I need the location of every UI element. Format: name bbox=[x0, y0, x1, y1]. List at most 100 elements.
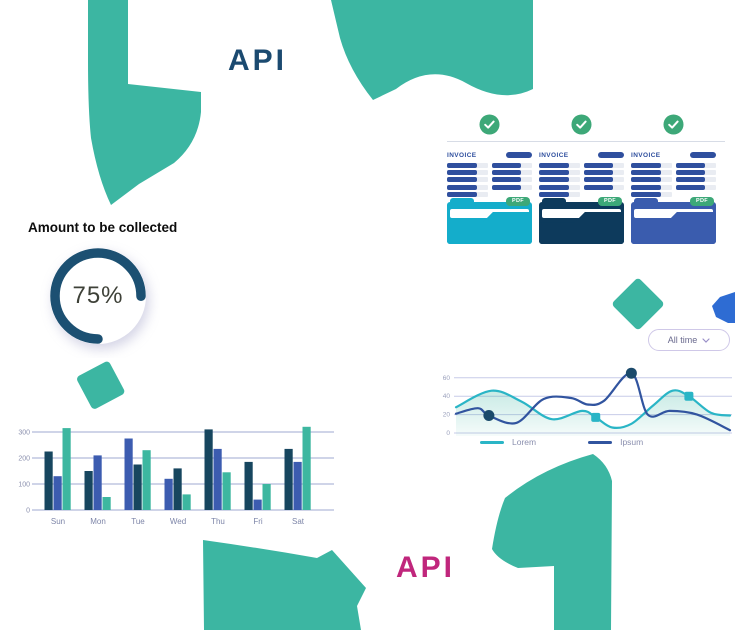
pdf-badge: PDF bbox=[690, 197, 714, 206]
invoice-card: INVOICE PDF bbox=[447, 150, 532, 246]
invoice-row bbox=[675, 177, 716, 183]
bar-navy bbox=[44, 451, 53, 510]
donut-title: Amount to be collected bbox=[28, 220, 178, 235]
x-category-label: Sat bbox=[292, 517, 305, 526]
invoice-title: INVOICE bbox=[539, 151, 569, 159]
folder-icon: PDF bbox=[631, 197, 716, 246]
y-tick-label: 300 bbox=[18, 430, 30, 437]
invoice-row bbox=[491, 163, 532, 168]
invoice-row bbox=[539, 163, 580, 168]
x-category-label: Tue bbox=[131, 517, 145, 526]
invoice-row bbox=[631, 163, 672, 168]
invoice-row bbox=[447, 177, 488, 183]
data-point-square bbox=[684, 391, 694, 401]
invoice-row bbox=[675, 184, 716, 190]
bar-teal bbox=[182, 494, 191, 510]
x-category-label: Wed bbox=[170, 517, 186, 526]
teal-arrow-bottom-left bbox=[203, 540, 366, 630]
invoice-row bbox=[539, 170, 580, 176]
legend-swatch bbox=[588, 440, 613, 444]
bar-royal bbox=[53, 476, 62, 510]
invoice-row bbox=[447, 163, 488, 168]
bar-royal bbox=[253, 499, 262, 510]
bar-teal bbox=[222, 472, 231, 510]
invoice-row bbox=[539, 177, 580, 183]
donut-shadow-disc bbox=[50, 248, 146, 344]
invoice-row bbox=[631, 191, 672, 197]
line-chart-plot: 60 40 20 0 bbox=[443, 367, 732, 436]
invoice-title: INVOICE bbox=[447, 151, 477, 159]
y-tick-label: 60 bbox=[443, 375, 451, 382]
bar-navy bbox=[284, 448, 293, 510]
invoice-document: INVOICE bbox=[631, 150, 716, 197]
bar-navy bbox=[204, 429, 213, 510]
legend-swatch bbox=[480, 440, 504, 444]
invoice-row bbox=[539, 184, 580, 190]
bar-navy bbox=[244, 461, 253, 510]
invoice-cards-row: INVOICE PDF INVOICE bbox=[447, 150, 731, 246]
y-tick-label: 200 bbox=[18, 456, 30, 463]
check-row bbox=[447, 114, 731, 135]
invoice-row bbox=[447, 170, 488, 176]
timerange-dropdown-label: All time bbox=[667, 335, 698, 345]
y-tick-label: 20 bbox=[443, 412, 451, 419]
data-point-dot bbox=[625, 367, 637, 379]
bar-navy bbox=[173, 468, 182, 510]
chevron-down-icon bbox=[702, 337, 710, 343]
invoice-line-items bbox=[631, 163, 716, 197]
teal-arrow-top-center bbox=[331, 0, 533, 100]
pdf-badge: PDF bbox=[598, 197, 622, 206]
bar-navy bbox=[133, 464, 142, 510]
bar-teal bbox=[302, 426, 311, 510]
folder-icon: PDF bbox=[447, 197, 532, 246]
invoice-row bbox=[583, 163, 624, 168]
invoice-number-pill bbox=[506, 152, 532, 158]
timerange-dropdown[interactable]: All time bbox=[648, 329, 730, 351]
invoice-row bbox=[675, 170, 716, 176]
invoice-document: INVOICE bbox=[447, 150, 532, 197]
check-circle-icon bbox=[631, 114, 716, 135]
invoice-row bbox=[447, 184, 488, 190]
bar-royal bbox=[93, 455, 102, 510]
bar-royal bbox=[164, 478, 173, 510]
invoice-row bbox=[583, 184, 624, 190]
x-category-label: Fri bbox=[253, 517, 263, 526]
series-area-lorem bbox=[456, 390, 730, 436]
invoice-row bbox=[675, 163, 716, 168]
check-circle-icon bbox=[447, 114, 532, 135]
invoice-title: INVOICE bbox=[631, 151, 661, 159]
y-tick-label: 40 bbox=[443, 393, 451, 400]
data-point-square bbox=[591, 412, 601, 422]
check-circle-icon bbox=[539, 114, 624, 135]
y-tick-label: 0 bbox=[26, 508, 30, 515]
invoice-card: INVOICE PDF bbox=[539, 150, 624, 246]
invoice-row bbox=[491, 177, 532, 183]
teal-diamond-right bbox=[612, 278, 664, 330]
data-point-dot bbox=[483, 410, 495, 422]
donut-progress-arc bbox=[50, 248, 146, 344]
invoice-row bbox=[631, 177, 672, 183]
legend-label: Ipsum bbox=[620, 437, 644, 447]
donut-percent-value: 75% bbox=[72, 282, 124, 309]
teal-arrow-top-left bbox=[88, 0, 201, 205]
folder-icon: PDF bbox=[539, 197, 624, 246]
x-category-label: Thu bbox=[211, 517, 225, 526]
invoice-document: INVOICE bbox=[539, 150, 624, 197]
invoice-row bbox=[631, 170, 672, 176]
donut-gauge bbox=[50, 248, 146, 344]
bar-navy bbox=[84, 471, 93, 510]
api-label-bottom: API bbox=[396, 551, 456, 584]
invoice-line-items bbox=[447, 163, 532, 197]
invoice-row bbox=[491, 170, 532, 176]
bar-teal bbox=[62, 428, 71, 510]
invoice-row bbox=[583, 170, 624, 176]
invoice-row bbox=[631, 184, 672, 190]
teal-diamond-left bbox=[77, 361, 125, 409]
invoice-number-pill bbox=[598, 152, 624, 158]
divider-line bbox=[447, 141, 726, 142]
y-tick-label: 0 bbox=[446, 430, 450, 436]
invoice-number-pill bbox=[690, 152, 716, 158]
